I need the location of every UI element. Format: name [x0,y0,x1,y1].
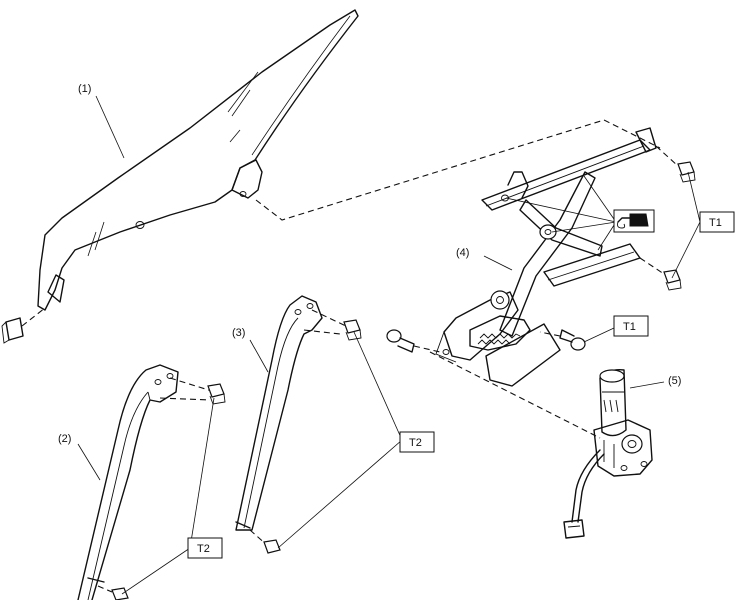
torque-box-t2-right: T2 [399,431,435,453]
nut-front-sash-upper [207,383,226,405]
torque-box-t2-bottom: T2 [187,537,223,559]
front-sash-channel [77,364,179,600]
nut-regulator-upper [677,161,696,183]
svg-text:T2: T2 [409,437,422,449]
torque-box-t1-lower: T1 [613,315,649,337]
callout-motor: (5) [668,375,681,387]
callout-front-sash: (2) [58,433,71,445]
door-glass [37,9,359,311]
nut-rear-sash-lower [263,539,281,554]
rear-sash-channel [235,295,323,531]
callout-rear-sash: (3) [232,327,245,339]
glass-stopper-clip [1,317,24,344]
torque-box-t1-upper: T1 [699,211,735,233]
nut-rear-sash-upper [343,319,362,341]
bolt-regulator-left [386,329,415,353]
bolt-regulator-right [559,329,586,351]
regulator-motor [563,368,653,539]
nut-front-sash-lower [111,587,129,600]
svg-text:T1: T1 [709,217,722,229]
svg-text:T2: T2 [197,543,210,555]
nut-regulator-lower [663,269,682,291]
svg-text:T1: T1 [623,321,636,333]
grease-gun-icon [613,209,655,233]
callout-regulator: (4) [456,247,469,259]
callout-door-glass: (1) [78,83,91,95]
window-regulator [435,127,657,387]
